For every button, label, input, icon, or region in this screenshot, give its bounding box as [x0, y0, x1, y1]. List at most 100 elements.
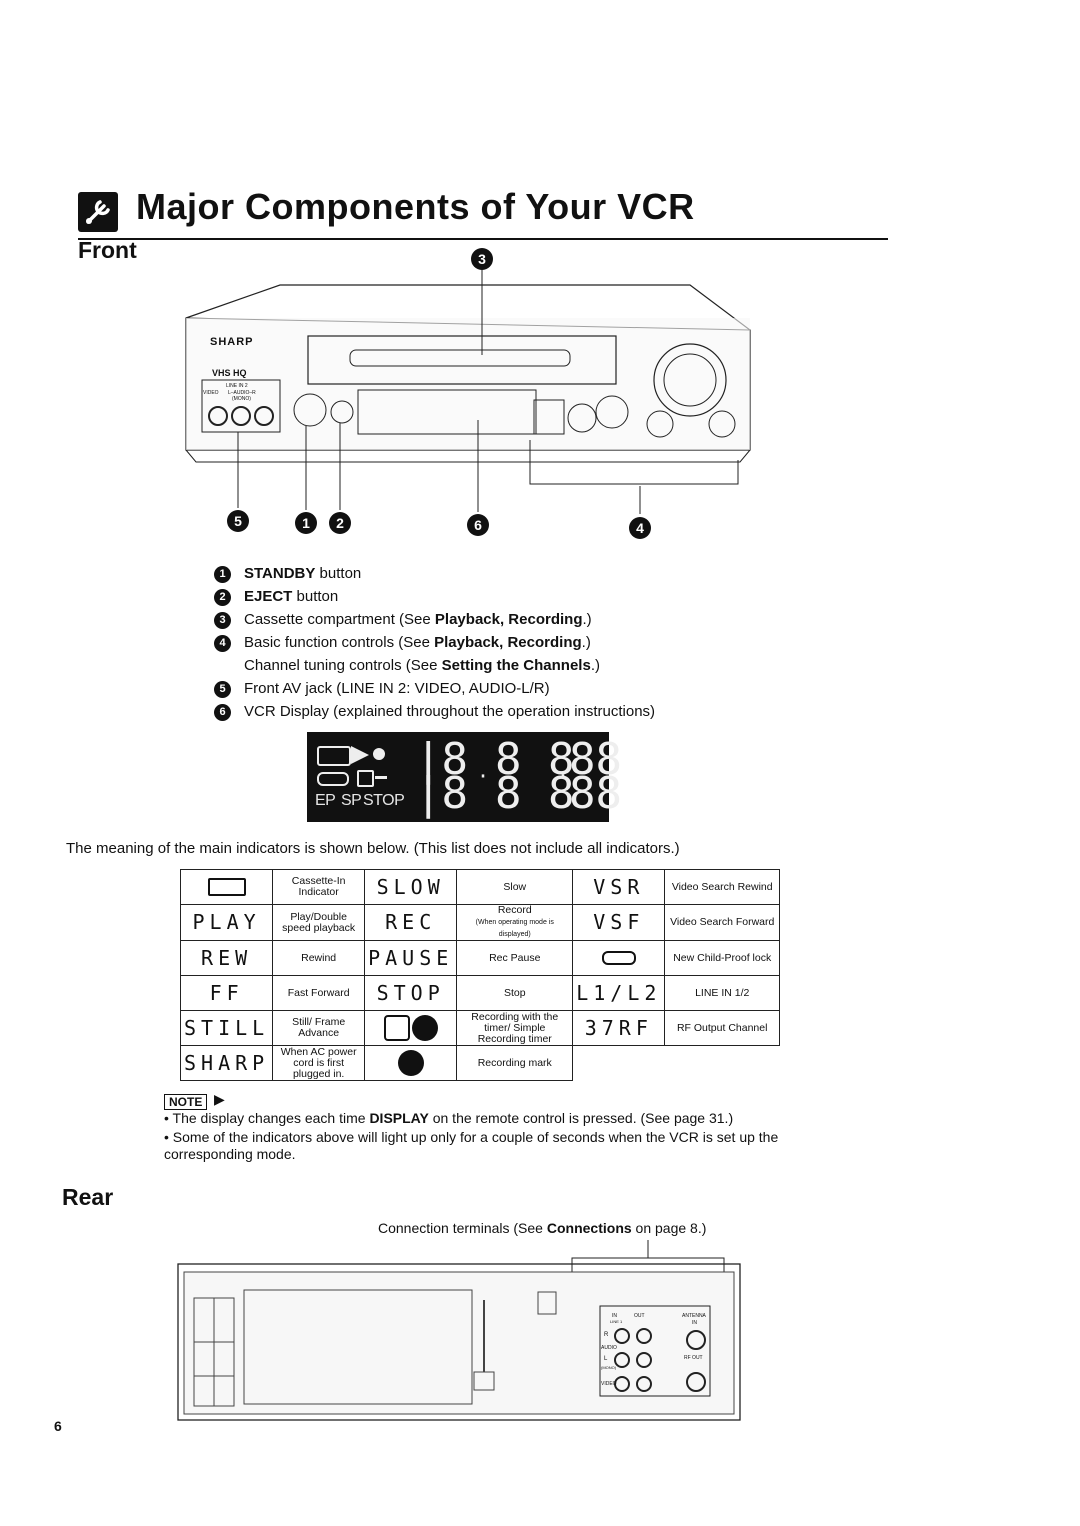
mono-jack-label: (MONO) [232, 396, 251, 402]
page-title: Major Components of Your VCR [136, 186, 695, 227]
cassette-in-icon [317, 746, 351, 766]
item-number: 5 [214, 681, 231, 698]
connection-caption: Connection terminals (See Connections on… [378, 1220, 707, 1236]
indicator-label: Recording with the timer/ Simple Recordi… [456, 1010, 574, 1046]
seg-digit: 88 [569, 734, 622, 785]
callout-4: 4 [629, 517, 651, 539]
seg-digit: 8 8 [495, 768, 575, 819]
component-item: 2 EJECT button [214, 588, 734, 612]
seg-digit: 8 8 [495, 734, 575, 785]
vcr-display-panel: EP SP STOP |8 |8 · 8 8 8 8 · 88 88 [307, 732, 622, 822]
indicator-symbol: PAUSE [364, 940, 458, 976]
item-bold: STANDBY [244, 565, 316, 582]
note-badge: NOTE [164, 1094, 208, 1110]
component-item: 1 STANDBY button [214, 565, 734, 589]
indicator-symbol: STOP [364, 975, 458, 1011]
indicator-label: Video Search Rewind [664, 869, 780, 905]
callout-6: 6 [467, 514, 489, 536]
child-lock-key-icon [317, 772, 349, 786]
indicator-symbol: 37RF [572, 1010, 666, 1046]
item-tail: .) [581, 634, 591, 651]
indicator-label: Recording mark [456, 1045, 574, 1081]
seg-colon: · [477, 764, 490, 788]
item-text: VCR Display (explained throughout the op… [244, 703, 656, 720]
indicator-label: Cassette-In Indicator [272, 869, 366, 905]
notes-list: • The display changes each time DISPLAY … [164, 1110, 854, 1165]
component-item: 4 Basic function controls (See Playback,… [214, 634, 734, 658]
item-bold: EJECT [244, 588, 293, 605]
vhs-hq-logo: VHS HQ [212, 368, 247, 378]
callout-2: 2 [329, 512, 351, 534]
item-text: Front AV jack (LINE IN 2: VIDEO, AUDIO-L… [244, 680, 550, 697]
item-text: Cassette compartment (See [244, 611, 435, 628]
seg-digit: |8 [415, 768, 468, 819]
seg-colon: · [557, 764, 570, 788]
timer-icon [357, 770, 374, 787]
sp-indicator: SP [341, 792, 362, 809]
indicator-label: Play/Double speed playback [272, 904, 366, 941]
indicator-symbol: VSR [572, 869, 666, 905]
item-text: Basic function controls (See [244, 634, 435, 651]
indicator-label: When AC power cord is first plugged in. [272, 1045, 366, 1081]
audio-jack-label: L–AUDIO–R [228, 390, 256, 396]
indicator-symbol: REC [364, 904, 458, 941]
table-row: Cassette-In Indicator SLOW Slow VSR Vide… [179, 869, 780, 905]
front-section-title: Front [78, 237, 137, 263]
terminal-label-audio: AUDIO [601, 1345, 617, 1351]
indicator-symbol: SHARP [179, 1045, 274, 1081]
indicator-label: New Child-Proof lock [664, 940, 780, 976]
rear-section-title: Rear [62, 1184, 114, 1210]
terminal-label-l: L [604, 1356, 608, 1362]
terminal-label-in: IN [612, 1313, 617, 1319]
terminal-label-rf-out: RF OUT [684, 1355, 703, 1361]
component-item: 3 Cassette compartment (See Playback, Re… [214, 611, 734, 635]
indicator-label: RF Output Channel [664, 1010, 780, 1046]
note-arrow-icon: ▶ [214, 1091, 225, 1107]
indicator-label: Slow [456, 869, 574, 905]
note-item: • The display changes each time DISPLAY … [164, 1110, 734, 1126]
line-in-label: LINE IN 2 [226, 383, 248, 389]
indicator-symbol: PLAY [179, 904, 274, 941]
record-label: Record [497, 904, 532, 916]
table-row: REW Rewind PAUSE Rec Pause New Child-Pro… [179, 940, 780, 976]
record-sublabel: (When operating mode is displayed) [475, 919, 554, 938]
indicator-label: Still/ Frame Advance [272, 1010, 366, 1046]
item-number: 1 [214, 566, 231, 583]
indicator-label: Stop [456, 975, 574, 1011]
item-bold: Playback, Recording [434, 611, 583, 628]
callout-1: 1 [295, 512, 317, 534]
callout-5: 5 [227, 510, 249, 532]
front-vcr-drawing [185, 270, 751, 514]
terminal-label-r: R [604, 1332, 609, 1338]
timer-record-icon [364, 1010, 458, 1046]
item-number: 2 [214, 589, 231, 606]
item-tail: .) [582, 611, 592, 628]
wrench-icon [78, 192, 118, 232]
component-list: 1 STANDBY button 2 EJECT button 3 Casset… [214, 565, 734, 727]
component-item: Channel tuning controls (See Setting the… [214, 657, 734, 681]
table-row: SHARP When AC power cord is first plugge… [179, 1045, 780, 1081]
item-number: 4 [214, 635, 231, 652]
item-bold: Playback, Recording [434, 634, 582, 651]
table-row: FF Fast Forward STOP Stop L1/L2 LINE IN … [179, 975, 780, 1011]
indicator-label: LINE IN 1/2 [664, 975, 780, 1011]
terminal-label-mono: (MONO) [601, 1365, 617, 1370]
item-text: Channel tuning controls (See [244, 657, 442, 674]
indicator-symbol: SLOW [364, 869, 458, 905]
indicator-label: Video Search Forward [664, 904, 780, 941]
terminal-label-antenna-in: IN [692, 1320, 697, 1326]
indicator-label: Rec Pause [456, 940, 574, 976]
indicator-table: Cassette-In Indicator SLOW Slow VSR Vide… [179, 869, 780, 1081]
child-lock-key-icon [572, 940, 666, 976]
indicator-symbol: REW [179, 940, 274, 976]
item-bold: Setting the Channels [441, 657, 591, 674]
callout-3: 3 [471, 248, 493, 270]
page-number: 6 [54, 1418, 62, 1434]
item-text: button [315, 565, 362, 582]
front-vcr-illustration: SHARP VHS HQ LINE IN 2 VIDEO L–AUDIO–R (… [0, 0, 1080, 560]
item-tail: .) [590, 657, 600, 674]
item-text: button [292, 588, 339, 605]
item-number: 3 [214, 612, 231, 629]
cassette-in-symbol [179, 869, 274, 905]
indicator-label: Fast Forward [272, 975, 366, 1011]
